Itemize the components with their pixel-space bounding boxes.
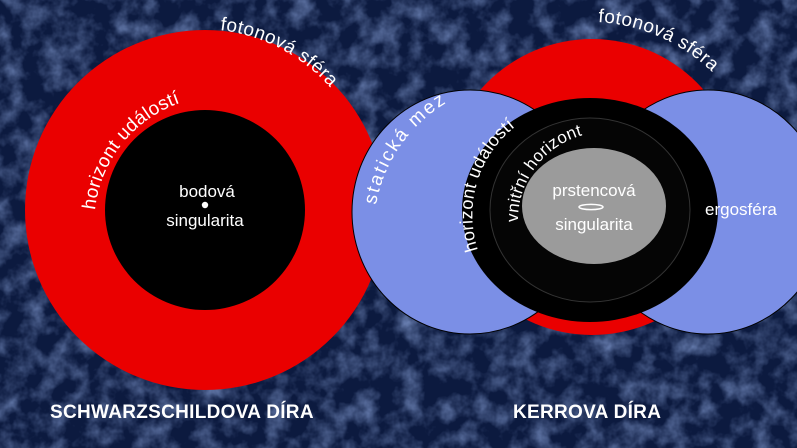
ring-singularity-region bbox=[522, 148, 666, 264]
ring-singularity-label-line1: prstencová bbox=[552, 181, 636, 200]
point-singularity-label-line1: bodová bbox=[179, 182, 235, 201]
point-singularity-label-line2: singularita bbox=[166, 211, 244, 230]
ergosphere-label: ergosféra bbox=[705, 200, 777, 219]
point-singularity bbox=[201, 201, 209, 209]
kerr-caption: KERROVA DÍRA bbox=[513, 402, 662, 423]
ring-singularity-label-line2: singularita bbox=[555, 215, 633, 234]
schwarzschild-caption: SCHWARZSCHILDOVA DÍRA bbox=[50, 402, 314, 423]
ring-singularity bbox=[578, 203, 604, 211]
schwarzschild-event-horizon bbox=[105, 110, 305, 310]
